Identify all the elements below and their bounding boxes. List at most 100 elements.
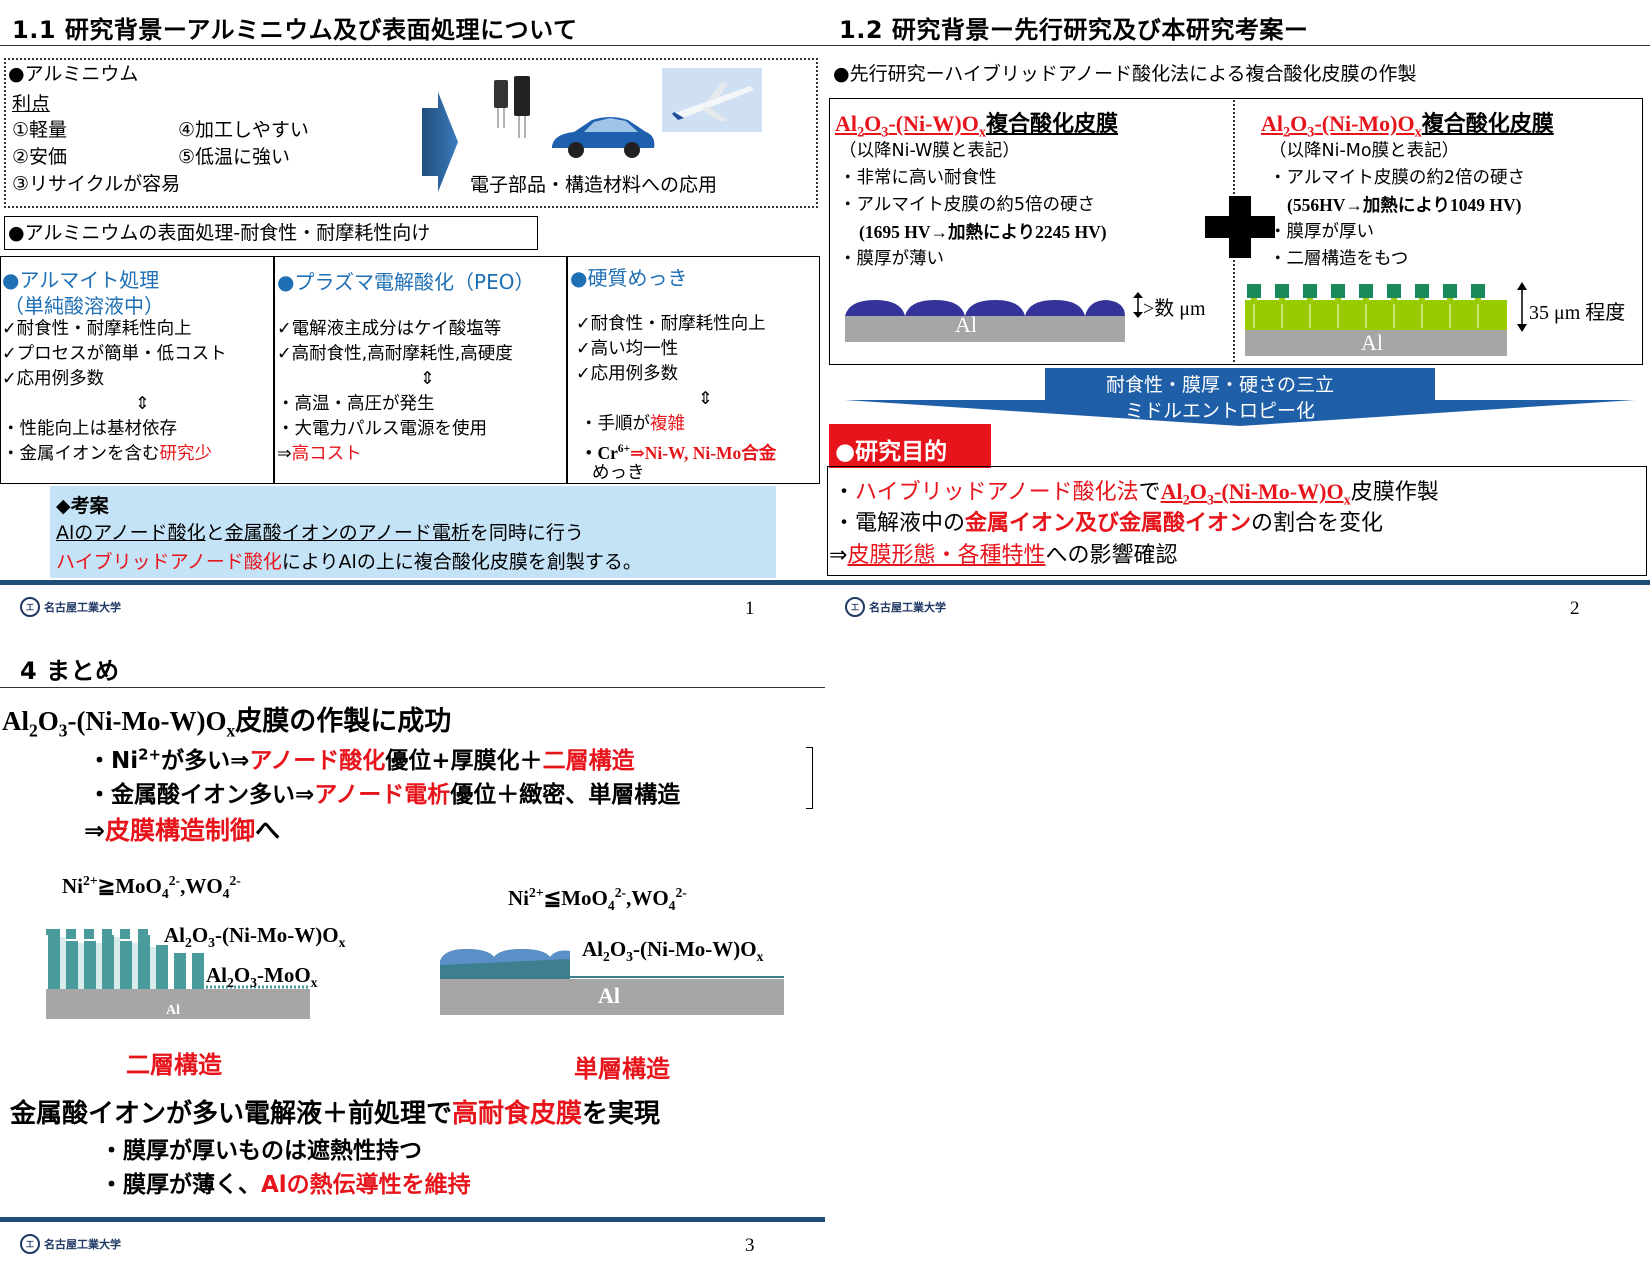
niw-note: （以降Ni-W膜と表記） — [839, 141, 1020, 161]
proposal-line-1: Alのアノード酸化と金属酸イオンのアノード電析を同時に行う — [56, 522, 584, 544]
final-conclusion: 金属酸イオンが多い電解液＋前処理で高耐食皮膜を実現 — [10, 1099, 661, 1129]
summary-bullet-2: ・金属酸イオン多い⇒アノード電析優位＋緻密、単層構造 — [88, 782, 681, 808]
prior-research-box — [829, 98, 1643, 365]
thickness-arrow-icon — [1517, 282, 1527, 332]
al-label: Al — [598, 983, 620, 1008]
peo-pro-1: ✓電解液主成分はケイ酸塩等 — [277, 319, 502, 339]
nimo-film-diagram — [1245, 284, 1507, 356]
airplane-image — [662, 68, 762, 132]
slide-1: 1.1 研究背景ーアルミニウム及び表面処理について ●アルミニウム 利点 ①軽量… — [0, 0, 825, 637]
plating-pro-3: ✓応用例多数 — [576, 364, 679, 384]
two-layer-diagram — [46, 929, 310, 1019]
niw-item-2: ・アルマイト皮膜の約5倍の硬さ — [839, 195, 1095, 215]
merit-2: ②安価 — [12, 146, 68, 168]
plating-title: ●硬質めっき — [570, 266, 688, 290]
proposal-line-2: ハイブリッドアノード酸化によりAlの上に複合酸化皮膜を創製する。 — [56, 551, 642, 573]
application-text: 電子部品・構造材料への応用 — [470, 174, 718, 196]
left-condition: Ni2+≧MoO42-,WO42- — [62, 873, 241, 902]
niw-item-3: (1695 HV→加熱により2245 HV) — [859, 222, 1107, 242]
nimo-item-3: ・膜厚が厚い — [1269, 222, 1374, 242]
proposal-title: ◆考案 — [56, 495, 109, 517]
peo-con-1: ・高温・高圧が発生 — [277, 394, 435, 414]
final-bullet-1: ・膜厚が厚いものは遮熱性持つ — [100, 1138, 422, 1164]
right-condition: Ni2+≦MoO42-,WO42- — [508, 885, 687, 914]
purpose-line-3: ⇒皮膜形態・各種特性への影響確認 — [829, 543, 1178, 568]
nimo-item-4: ・二層構造をもつ — [1269, 249, 1409, 269]
plating-con-2-cont: めっき — [592, 463, 645, 483]
plating-con-1: ・手順が複雑 — [580, 414, 685, 434]
purpose-label: ●研究目的 — [835, 439, 948, 465]
methods-table — [0, 256, 820, 484]
university-logo: 工名古屋工業大学 — [20, 597, 121, 617]
proposal-box — [50, 486, 776, 578]
alumite-pro-1: ✓耐食性・耐摩耗性向上 — [2, 319, 192, 339]
merit-5: ⑤低温に強い — [178, 146, 291, 168]
car-image — [552, 117, 655, 158]
page-number: 2 — [1570, 598, 1580, 619]
updown-arrow-icon: ⇕ — [135, 394, 150, 414]
summary-bullet-1: ・Ni2+が多い⇒アノード酸化優位+厚膜化＋二層構造 — [88, 745, 635, 774]
merit-3: ③リサイクルが容易 — [12, 173, 181, 195]
nimo-note: （以降Ni-Mo膜と表記） — [1269, 141, 1460, 161]
al-label: Al — [1361, 330, 1383, 355]
peo-pro-2: ✓高耐食性,高耐摩耗性,高硬度 — [277, 344, 513, 364]
university-logo: 工名古屋工業大学 — [845, 597, 946, 617]
plating-con-2: ・Cr6+⇒Ni-W, Ni-Mo合金 — [580, 442, 777, 463]
footer-bar — [0, 1217, 825, 1222]
plating-pro-1: ✓耐食性・耐摩耗性向上 — [576, 314, 766, 334]
slide-title: 4 まとめ — [20, 657, 120, 685]
surface-heading: ●アルミニウムの表面処理-耐食性・耐摩耗性向け — [8, 222, 431, 244]
slide-3: 4 まとめ Al2O3-(Ni-Mo-W)Ox皮膜の作製に成功 ・Ni2+が多い… — [0, 637, 825, 1274]
nimo-thickness: 35 μm 程度 — [1529, 302, 1626, 324]
slide-title: 1.1 研究背景ーアルミニウム及び表面処理について — [12, 16, 578, 44]
niw-thickness: >数 μm — [1143, 298, 1206, 320]
logo-mark-icon: 工 — [20, 1234, 40, 1254]
purpose-line-2: ・電解液中の金属イオン及び金属酸イオンの割合を変化 — [833, 511, 1384, 536]
title-underline — [825, 45, 1650, 46]
alumite-con-2: ・金属イオンを含む研究少 — [2, 444, 212, 464]
arrow-text-2: ミドルエントロピー化 — [1124, 400, 1315, 422]
right-film-label: Al2O3-(Ni-Mo-W)Ox — [582, 937, 764, 965]
alumite-con-1: ・性能向上は基材依存 — [2, 419, 177, 439]
purpose-line-1: ・ハイブリッドアノード酸化法でAl2O3-(Ni-Mo-W)Ox皮膜作製 — [833, 479, 1439, 509]
purpose-label-box — [829, 424, 991, 468]
updown-arrow-icon: ⇕ — [420, 369, 435, 389]
footer-bar — [825, 580, 1650, 585]
peo-title: ●プラズマ電解酸化（PEO） — [277, 270, 535, 294]
merits-label: 利点 — [12, 93, 51, 115]
aluminum-box — [4, 58, 818, 208]
page-number: 1 — [745, 598, 755, 619]
niw-item-4: ・膜厚が薄い — [839, 249, 944, 269]
purpose-box — [827, 466, 1647, 576]
column-divider — [273, 256, 275, 484]
title-underline — [0, 687, 825, 688]
logo-mark-icon: 工 — [845, 597, 865, 617]
updown-arrow-icon: ⇕ — [698, 389, 713, 409]
summary-headline: Al2O3-(Ni-Mo-W)Ox皮膜の作製に成功 — [2, 706, 452, 741]
nimo-film-title: Al2O3-(Ni-Mo)Ox複合酸化皮膜 — [1261, 111, 1554, 141]
bracket — [806, 747, 813, 809]
slide-title: 1.2 研究背景ー先行研究及び本研究考案ー — [839, 16, 1309, 44]
page-number: 3 — [745, 1235, 755, 1256]
aluminum-heading: ●アルミニウム — [8, 63, 139, 85]
single-layer-caption: 単層構造 — [574, 1055, 670, 1083]
niw-film-title: Al2O3-(Ni-W)Ox複合酸化皮膜 — [835, 111, 1119, 141]
niw-film-diagram — [845, 292, 1143, 342]
left-film-label: Al2O3-(Ni-Mo-W)Ox — [164, 923, 346, 951]
single-layer-diagram — [440, 949, 784, 1015]
prior-research-heading: ●先行研究ーハイブリッドアノード酸化法による複合酸化皮膜の作製 — [833, 63, 1417, 85]
nimo-item-2: (556HV→加熱により1049 HV) — [1287, 195, 1522, 215]
two-layer-caption: 二層構造 — [126, 1051, 222, 1079]
surface-heading-box — [4, 216, 538, 250]
university-logo: 工名古屋工業大学 — [20, 1234, 121, 1254]
peo-con-3: ⇒高コスト — [277, 444, 362, 464]
title-underline — [0, 45, 825, 46]
final-bullet-2: ・膜厚が薄く、Alの熱伝導性を維持 — [100, 1172, 471, 1198]
alumite-title: ●アルマイト処理 — [2, 268, 160, 292]
right-arrow-icon — [422, 92, 458, 192]
logo-mark-icon: 工 — [20, 597, 40, 617]
peo-con-2: ・大電力パルス電源を使用 — [277, 419, 487, 439]
down-arrow-banner — [845, 368, 1635, 426]
summary-conclusion: ⇒皮膜構造制御へ — [84, 816, 280, 845]
left-film2-label: Al2O3-MoOx — [206, 963, 318, 991]
